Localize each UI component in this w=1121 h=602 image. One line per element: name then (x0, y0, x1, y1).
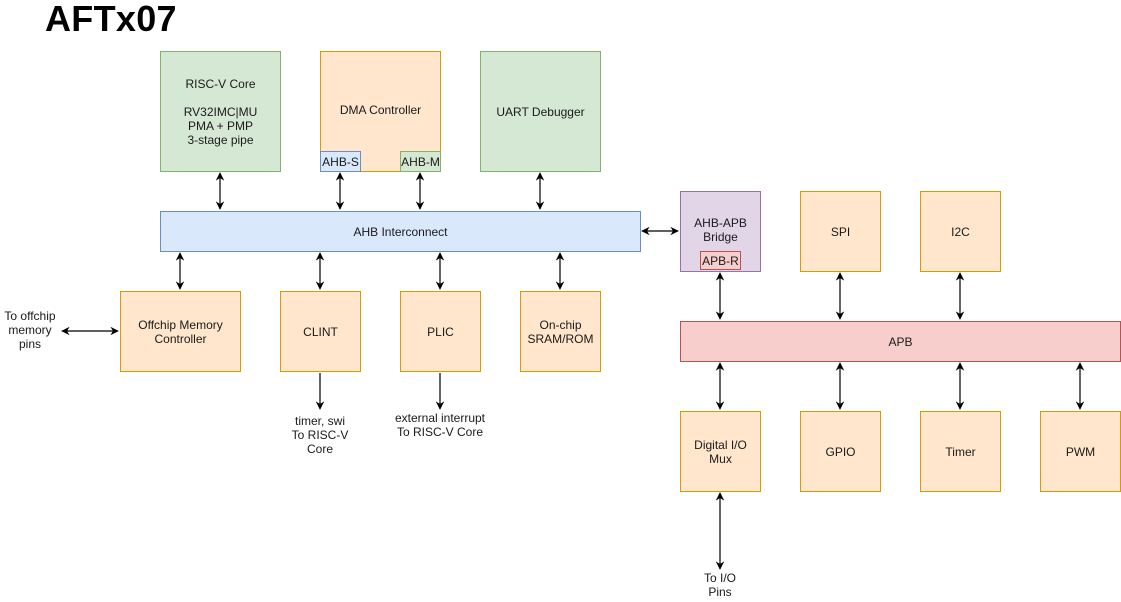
plic-output-label: external interrupt To RISC-V Core (394, 411, 486, 439)
pwm-block[interactable]: PWM (1040, 411, 1121, 492)
plic-block[interactable]: PLIC (400, 291, 481, 372)
riscv-core-block[interactable]: RISC-V Core RV32IMC|MU PMA + PMP 3-stage… (160, 51, 281, 172)
i2c-block[interactable]: I2C (920, 191, 1001, 272)
ahb-apb-bridge-label: AHB-APB Bridge (694, 216, 747, 244)
dma-ahb-s-port[interactable]: AHB-S (320, 151, 361, 172)
bridge-apb-r-port[interactable]: APB-R (700, 251, 741, 270)
spi-block[interactable]: SPI (800, 191, 881, 272)
clint-output-label: timer, swi To RISC-V Core (291, 414, 349, 456)
ahb-interconnect-bus[interactable]: AHB Interconnect (160, 211, 641, 252)
gpio-block[interactable]: GPIO (800, 411, 881, 492)
clint-block[interactable]: CLINT (280, 291, 361, 372)
uart-debugger-block[interactable]: UART Debugger (480, 51, 601, 172)
offchip-pins-label: To offchip memory pins (4, 309, 56, 351)
onchip-sram-rom-block[interactable]: On-chip SRAM/ROM (520, 291, 601, 372)
io-pins-label: To I/O Pins (703, 571, 736, 599)
digital-io-mux-block[interactable]: Digital I/O Mux (680, 411, 761, 492)
dma-ahb-m-port[interactable]: AHB-M (400, 151, 441, 172)
apb-bus[interactable]: APB (680, 321, 1121, 362)
timer-block[interactable]: Timer (920, 411, 1001, 492)
dma-controller-label: DMA Controller (339, 102, 422, 117)
diagram-title: AFTx07 (45, 0, 177, 39)
offchip-memory-controller-block[interactable]: Offchip Memory Controller (120, 291, 241, 372)
